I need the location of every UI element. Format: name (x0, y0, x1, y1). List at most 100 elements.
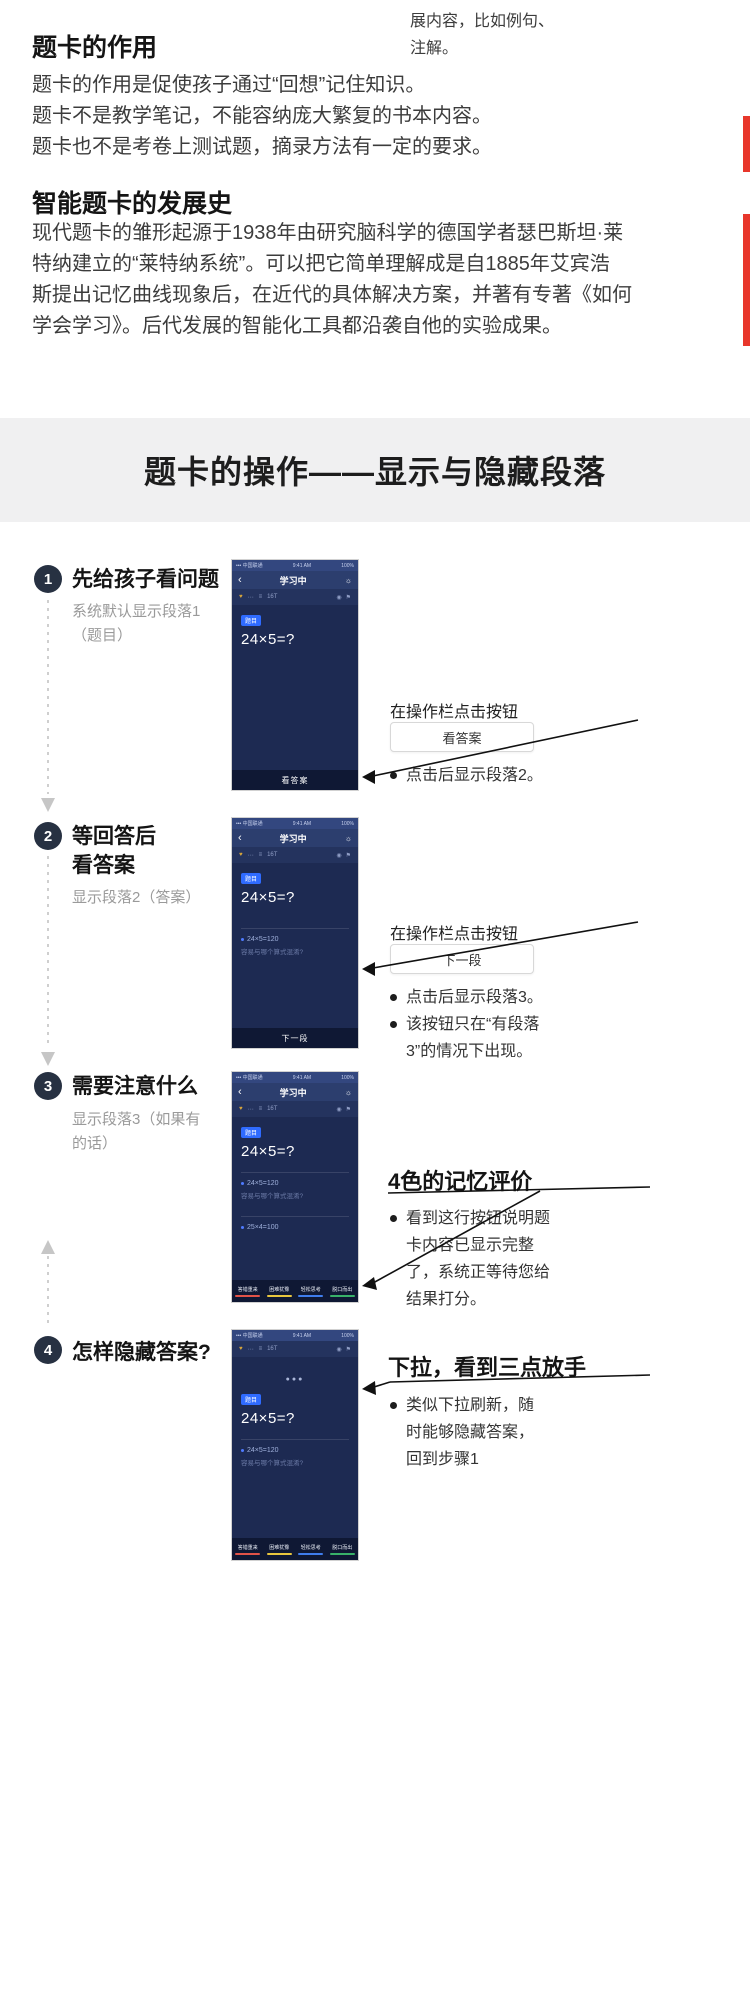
carrier-label: ••• 中国联通 (236, 821, 263, 827)
rating-color-green (329, 1552, 355, 1555)
list-icon[interactable]: ≡ (258, 594, 263, 600)
bullet-text: 看到这行按钮说明题卡内容已显示完整了，系统正等待您给结果打分。 (406, 1210, 551, 1308)
card-body: 题目 24×5=? (232, 605, 358, 770)
paragraph-line: 斯提出记忆曲线现象后，在近代的具体解决方案，并著有专著《如何 (32, 284, 632, 306)
rating-again-button[interactable]: 答错重来 (232, 1280, 264, 1302)
question-badge: 题目 (241, 873, 262, 884)
rating-good-button[interactable]: 轻松思考 (295, 1538, 327, 1560)
paragraph-line: 学会学习》。后代发展的智能化工具都沿袭自他的实验成果。 (32, 315, 562, 337)
sound-icon[interactable]: ◉ (336, 1106, 342, 1113)
question-text: 24×5=? (241, 1143, 295, 1160)
rating-good-button[interactable]: 轻松思考 (295, 1280, 327, 1302)
bullet-text: 该按钮只在“有段落3”的情况下出现。 (406, 1016, 540, 1060)
step1-annotation-label: 在操作栏点击按钮 (390, 704, 519, 721)
rating-again-button[interactable]: 答错重来 (232, 1538, 264, 1560)
rating-hard-button[interactable]: 困难犹豫 (264, 1538, 296, 1560)
heart-icon[interactable]: ♥ (239, 852, 243, 858)
sound-icon[interactable]: ◉ (336, 594, 342, 601)
rating-color-blue (298, 1552, 324, 1555)
phone-status-bar: ••• 中国联通 9:41 AM 100% (232, 560, 358, 571)
back-icon[interactable]: ‹ (238, 573, 242, 586)
list-icon[interactable]: ≡ (258, 1106, 263, 1112)
section-history-paragraph: 现代题卡的雏形起源于1938年由研究脑科学的德国学者瑟巴斯坦·莱 特纳建立的“莱… (32, 218, 632, 342)
rating-bar: 答错重来 困难犹豫 轻松思考 脱口而出 (232, 1538, 358, 1560)
phone-nav-bar: ‹ 学习中 ☼ (232, 1083, 358, 1101)
rating-color-green (329, 1294, 355, 1297)
answer-text: 24×5=120 (247, 1447, 279, 1454)
flag-icon[interactable]: ⚑ (345, 852, 351, 859)
note-line: 展内容，比如例句、 (410, 13, 555, 30)
phone-status-bar: ••• 中国联通 9:41 AM 100% (232, 1330, 358, 1341)
red-edge-mark (743, 116, 750, 172)
step1-desc-line: （题目） (72, 627, 133, 644)
answer-block-2: 25×4=100 (241, 1216, 349, 1237)
bullet-dot (390, 1215, 397, 1222)
bullet-dot (390, 1402, 397, 1409)
step3-desc-line: 显示段落3（如果有 (72, 1111, 201, 1128)
answer-dot (241, 1182, 244, 1185)
step4-title: 怎样隐藏答案? (72, 1341, 211, 1364)
answer-subtext: 容易与哪个算式混淆? (241, 1460, 304, 1467)
band-title: 题卡的操作——显示与隐藏段落 (143, 454, 606, 490)
card-body: 题目 24×5=? 24×5=120 容易与哪个算式混淆? 25×4=100 (232, 1117, 358, 1280)
next-paragraph-annotation-button[interactable]: 下一段 (390, 944, 534, 974)
step3-bullet: 看到这行按钮说明题卡内容已显示完整了，系统正等待您给结果打分。 (390, 1205, 562, 1313)
rating-color-red (235, 1294, 261, 1297)
step2-title-line1: 等回答后 (72, 825, 156, 848)
question-badge: 题目 (241, 615, 262, 626)
more-icon[interactable]: ⋯ (247, 852, 254, 859)
phone-nav-title: 学习中 (279, 833, 307, 844)
heart-icon[interactable]: ♥ (239, 1106, 243, 1112)
question-badge: 题目 (241, 1394, 262, 1405)
rating-easy-button[interactable]: 脱口而出 (327, 1280, 359, 1302)
phone-toolbar: ♥ ⋯ ≡ 16T ◉ ⚑ (232, 589, 358, 605)
text-size-icon[interactable]: 16T (267, 1106, 278, 1112)
bullet-dot (390, 772, 397, 779)
rating-easy-button[interactable]: 脱口而出 (327, 1538, 359, 1560)
phone-nav-title: 学习中 (279, 1087, 307, 1098)
list-icon[interactable]: ≡ (258, 1346, 263, 1352)
step3-annotation-heading: 4色的记忆评价 (388, 1169, 533, 1194)
pull-down-dots: ●●● (285, 1376, 305, 1383)
text-size-icon[interactable]: 16T (267, 594, 278, 600)
more-icon[interactable]: ⋯ (247, 1346, 254, 1353)
paragraph-line: 现代题卡的雏形起源于1938年由研究脑科学的德国学者瑟巴斯坦·莱 (32, 222, 624, 244)
text-size-icon[interactable]: 16T (267, 852, 278, 858)
show-answer-button[interactable]: 看答案 (232, 770, 358, 790)
answer-text: 25×4=100 (247, 1224, 279, 1231)
phone-screenshot-step3: ••• 中国联通 9:41 AM 100% ‹ 学习中 ☼ ♥ ⋯ ≡ 16T … (232, 1072, 358, 1302)
carrier-label: ••• 中国联通 (236, 563, 263, 569)
sound-icon[interactable]: ◉ (336, 1346, 342, 1353)
answer-block: 24×5=120 容易与哪个算式混淆? (241, 1439, 349, 1473)
heart-icon[interactable]: ♥ (239, 594, 243, 600)
phone-toolbar: ♥ ⋯ ≡ 16T ◉ ⚑ (232, 1101, 358, 1117)
list-icon[interactable]: ≡ (258, 852, 263, 858)
step-number-4: 4 (34, 1336, 62, 1364)
battery-label: 100% (341, 562, 354, 569)
gear-icon[interactable]: ☼ (344, 833, 352, 843)
more-icon[interactable]: ⋯ (247, 1106, 254, 1113)
rating-color-yellow (266, 1294, 292, 1297)
carrier-label: ••• 中国联通 (236, 1333, 263, 1339)
note-line: 注解。 (410, 40, 459, 57)
back-icon[interactable]: ‹ (238, 1085, 242, 1098)
heart-icon[interactable]: ♥ (239, 1346, 243, 1352)
phone-status-bar: ••• 中国联通 9:41 AM 100% (232, 818, 358, 829)
more-icon[interactable]: ⋯ (247, 594, 254, 601)
back-icon[interactable]: ‹ (238, 831, 242, 844)
text-size-icon[interactable]: 16T (267, 1346, 278, 1352)
sound-icon[interactable]: ◉ (336, 852, 342, 859)
rating-hard-button[interactable]: 困难犹豫 (264, 1280, 296, 1302)
gear-icon[interactable]: ☼ (344, 575, 352, 585)
next-paragraph-button[interactable]: 下一段 (232, 1028, 358, 1048)
battery-label: 100% (341, 1332, 354, 1339)
flag-icon[interactable]: ⚑ (345, 1106, 351, 1113)
show-answer-annotation-button[interactable]: 看答案 (390, 722, 534, 752)
flag-icon[interactable]: ⚑ (345, 1346, 351, 1353)
flag-icon[interactable]: ⚑ (345, 594, 351, 601)
section-heading-role: 题卡的作用 (32, 34, 158, 62)
phone-nav-title: 学习中 (279, 575, 307, 586)
gear-icon[interactable]: ☼ (344, 1087, 352, 1097)
battery-label: 100% (341, 1074, 354, 1081)
step4-bullet: 类似下拉刷新，随时能够隐藏答案，回到步骤1 (390, 1392, 548, 1473)
